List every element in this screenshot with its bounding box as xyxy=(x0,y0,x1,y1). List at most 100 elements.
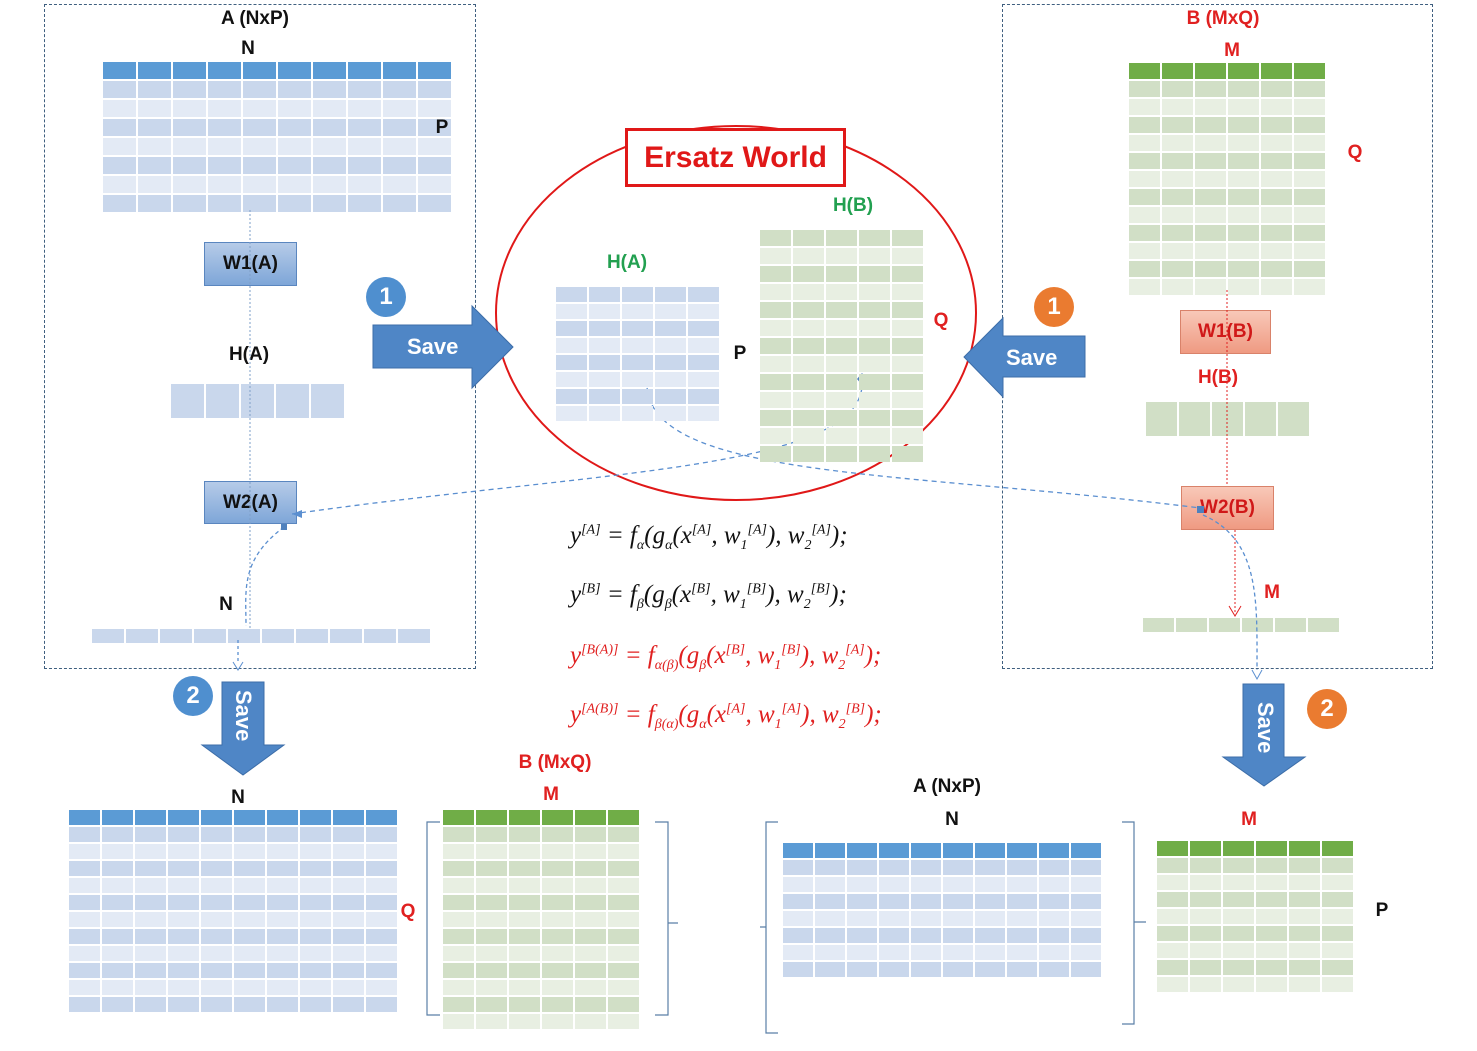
matrix-cell xyxy=(815,945,845,960)
matrix-cell xyxy=(575,861,606,876)
matrix-cell xyxy=(1162,117,1193,133)
matrix-cell xyxy=(173,195,206,212)
matrix-cell xyxy=(911,877,941,892)
matrix-cell xyxy=(300,827,331,842)
matrix-cell xyxy=(1294,117,1325,133)
matrix-cell xyxy=(847,945,877,960)
matrix-cell xyxy=(892,284,923,300)
matrix-cell xyxy=(348,195,381,212)
matrix-cell xyxy=(1129,243,1160,259)
matrix-cell xyxy=(1294,261,1325,277)
matrix-cell xyxy=(1256,926,1287,941)
matrix-cell xyxy=(847,894,877,909)
matrix-cell xyxy=(201,997,232,1012)
matrix-cell xyxy=(783,911,813,926)
matrix-cell xyxy=(847,911,877,926)
matrix-cell xyxy=(1256,858,1287,873)
matrix-cell xyxy=(760,428,791,444)
matrix-cell xyxy=(1190,960,1221,975)
matrix-cell xyxy=(1129,99,1160,115)
matrix-cell xyxy=(1162,225,1193,241)
matrix-cell xyxy=(1261,171,1292,187)
matrix-cell xyxy=(276,384,309,418)
matrix-cell xyxy=(1039,877,1069,892)
matrix-cell xyxy=(206,384,239,418)
matrix-cell xyxy=(859,410,890,426)
bottom-right-b-matrix xyxy=(1157,841,1353,992)
matrix-cell xyxy=(243,62,276,79)
matrix-cell xyxy=(1322,926,1353,941)
matrix-cell xyxy=(126,629,158,643)
bottom-left-brace-right xyxy=(655,821,678,1016)
matrix-cell xyxy=(760,230,791,246)
matrix-cell xyxy=(103,62,136,79)
matrix-cell xyxy=(688,372,719,387)
matrix-cell xyxy=(826,446,857,462)
matrix-cell xyxy=(847,962,877,977)
matrix-cell xyxy=(892,392,923,408)
matrix-cell xyxy=(859,338,890,354)
b-matrix xyxy=(1129,63,1325,295)
matrix-cell xyxy=(1308,618,1339,632)
matrix-cell xyxy=(234,810,265,825)
matrix-cell xyxy=(208,138,241,155)
matrix-cell xyxy=(1294,225,1325,241)
matrix-cell xyxy=(383,176,416,193)
matrix-cell xyxy=(267,946,298,961)
matrix-cell xyxy=(509,929,540,944)
matrix-cell xyxy=(892,356,923,372)
matrix-cell xyxy=(760,302,791,318)
matrix-cell xyxy=(313,138,346,155)
matrix-cell xyxy=(168,997,199,1012)
matrix-cell xyxy=(201,895,232,910)
matrix-cell xyxy=(476,827,507,842)
matrix-cell xyxy=(1190,892,1221,907)
matrix-cell xyxy=(783,860,813,875)
matrix-cell xyxy=(589,321,620,336)
matrix-cell xyxy=(1071,962,1101,977)
matrix-cell xyxy=(443,929,474,944)
matrix-cell xyxy=(418,157,451,174)
matrix-cell xyxy=(1242,618,1273,632)
matrix-cell xyxy=(138,81,171,98)
matrix-cell xyxy=(234,946,265,961)
matrix-cell xyxy=(879,877,909,892)
bottom-right-a-matrix xyxy=(783,843,1101,977)
matrix-cell xyxy=(509,827,540,842)
matrix-cell xyxy=(443,895,474,910)
matrix-cell xyxy=(542,946,573,961)
matrix-cell xyxy=(1162,207,1193,223)
matrix-cell xyxy=(69,895,100,910)
matrix-cell xyxy=(1129,117,1160,133)
matrix-cell xyxy=(688,287,719,302)
matrix-cell xyxy=(556,372,587,387)
matrix-cell xyxy=(793,320,824,336)
matrix-cell xyxy=(911,860,941,875)
matrix-cell xyxy=(243,100,276,117)
matrix-cell xyxy=(201,929,232,944)
matrix-cell xyxy=(1071,928,1101,943)
matrix-cell xyxy=(911,911,941,926)
matrix-cell xyxy=(1223,909,1254,924)
matrix-cell xyxy=(1294,207,1325,223)
matrix-cell xyxy=(208,176,241,193)
matrix-cell xyxy=(168,861,199,876)
matrix-cell xyxy=(1007,877,1037,892)
matrix-cell xyxy=(333,895,364,910)
matrix-cell xyxy=(575,878,606,893)
matrix-cell xyxy=(509,810,540,825)
matrix-cell xyxy=(366,878,397,893)
matrix-cell xyxy=(622,372,653,387)
matrix-cell xyxy=(911,843,941,858)
matrix-cell xyxy=(975,928,1005,943)
matrix-cell xyxy=(1261,99,1292,115)
matrix-cell xyxy=(1129,171,1160,187)
matrix-cell xyxy=(655,406,686,421)
matrix-cell xyxy=(509,844,540,859)
matrix-cell xyxy=(975,911,1005,926)
matrix-cell xyxy=(1256,892,1287,907)
matrix-cell xyxy=(1129,261,1160,277)
hb-label-ersatz: H(B) xyxy=(832,195,874,216)
matrix-cell xyxy=(815,877,845,892)
matrix-cell xyxy=(542,827,573,842)
